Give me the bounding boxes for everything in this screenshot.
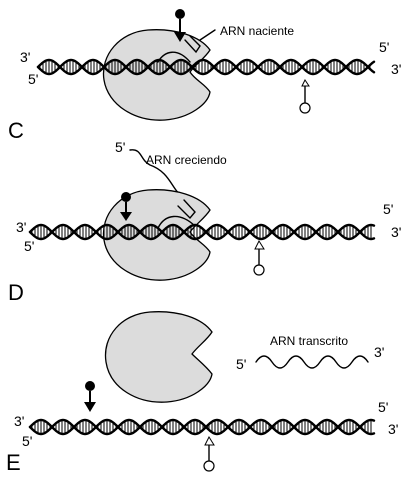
- rna-label: ARN transcrito: [270, 334, 348, 348]
- nascent-rna: [184, 35, 201, 54]
- rna-label: ARN naciente: [220, 24, 294, 38]
- nascent-rna: [177, 199, 196, 220]
- panel-letter: E: [6, 450, 21, 475]
- dna-strand-coding: [28, 223, 376, 241]
- rna-5-prime-end: 5': [115, 139, 125, 155]
- strand-end-top-right: 5': [383, 201, 393, 217]
- strand-end-top-left: 3': [20, 49, 30, 65]
- panel-e: 5' 3' ARN transcrito 3' 5' 5' 3' E: [6, 311, 398, 475]
- strand-end-top-left: 3': [16, 219, 26, 235]
- unwound-bubble: [157, 215, 196, 229]
- panel-letter: D: [8, 280, 24, 305]
- start-marker-icon: [174, 9, 186, 42]
- strand-end-top-left: 3': [14, 413, 24, 429]
- dna-double-helix: [28, 418, 376, 436]
- rna-3-prime-end: 3': [374, 344, 384, 360]
- terminator-marker-icon: [253, 239, 265, 276]
- panel-c: ARN naciente 3' 5' 5' 3' C: [8, 9, 401, 143]
- dna-double-helix: [28, 223, 376, 241]
- unwound-bubble: [157, 51, 191, 63]
- rna-label: ARN creciendo: [146, 153, 227, 167]
- strand-end-bottom-left: 5': [24, 238, 34, 254]
- strand-end-bottom-left: 5': [22, 433, 32, 449]
- terminator-marker-icon: [203, 435, 215, 472]
- start-marker-icon: [84, 381, 96, 412]
- strand-end-top-right: 5': [379, 39, 389, 55]
- dna-strand-template: [36, 58, 376, 76]
- strand-end-bottom-right: 3': [391, 224, 401, 240]
- dna-double-helix: [36, 58, 376, 76]
- terminator-marker-icon: [299, 79, 311, 114]
- rna-polymerase: [104, 311, 213, 403]
- rna-5-prime-end: 5': [236, 356, 246, 372]
- dna-strand-coding: [36, 58, 376, 76]
- strand-end-bottom-right: 3': [388, 421, 398, 437]
- rna-polymerase: [102, 29, 211, 121]
- strand-end-top-right: 5': [378, 399, 388, 415]
- strand-end-bottom-left: 5': [28, 71, 38, 87]
- start-marker-icon: [120, 192, 132, 221]
- panel-letter: C: [8, 118, 24, 143]
- dna-strand-coding: [28, 418, 376, 436]
- strand-end-bottom-right: 3': [391, 61, 401, 77]
- transcribed-rna: [255, 355, 369, 369]
- rna-label-leader: [199, 29, 216, 41]
- panel-d: 5' ARN creciendo 3' 5' 5' 3' D: [8, 139, 401, 305]
